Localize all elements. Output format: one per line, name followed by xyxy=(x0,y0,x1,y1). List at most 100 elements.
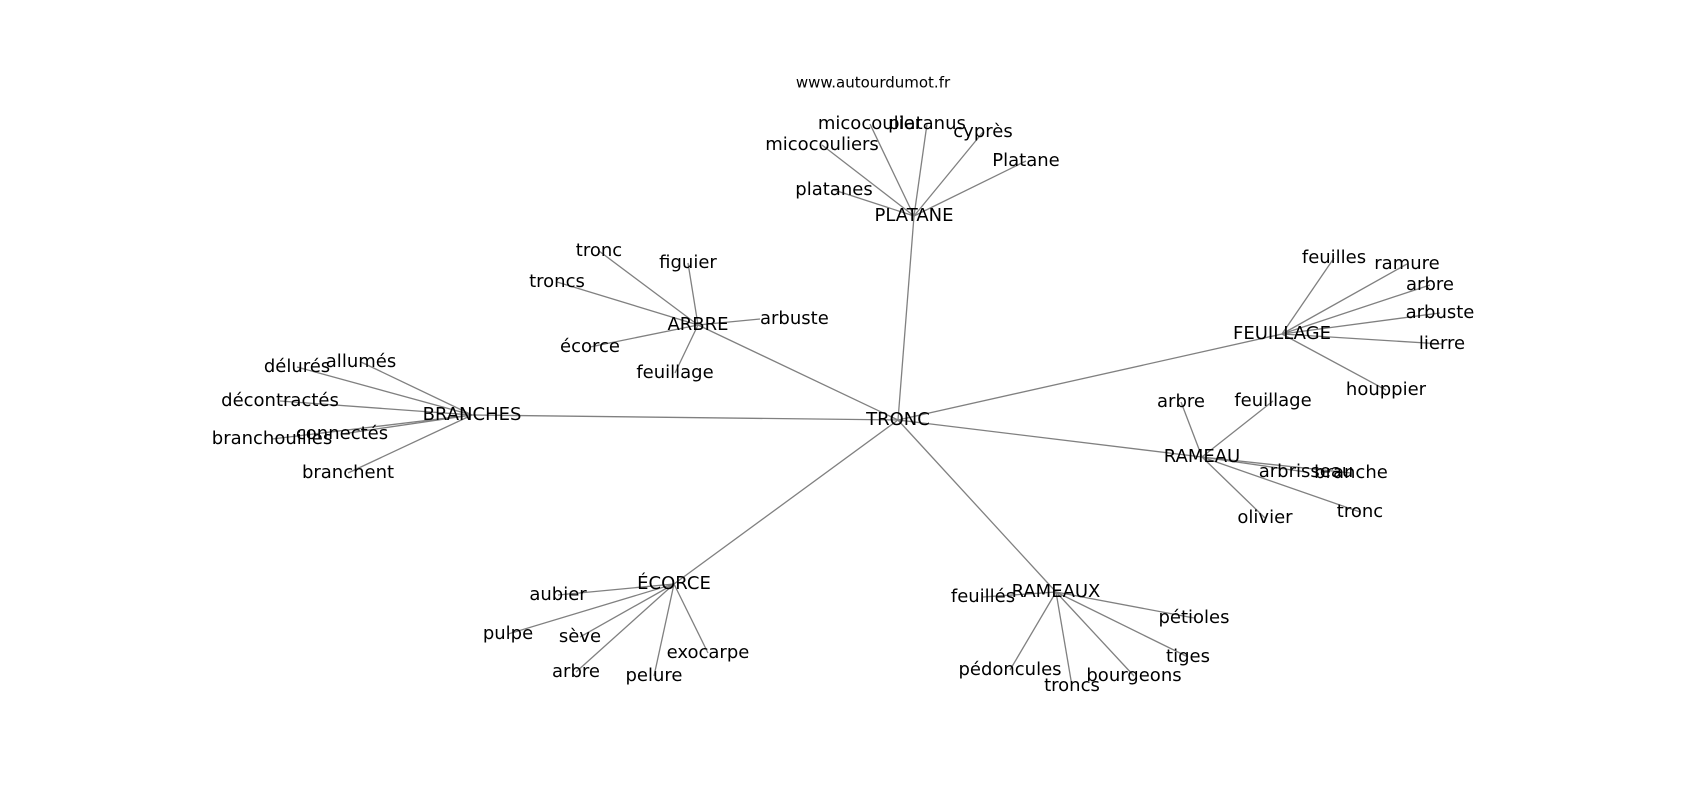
node-leaf: troncs xyxy=(1044,675,1100,696)
node-leaf: connectés xyxy=(296,423,388,444)
node-leaf: feuillés xyxy=(951,586,1015,607)
node-leaf: feuillage xyxy=(636,362,713,383)
node-leaf: pulpe xyxy=(483,623,533,644)
node-leaf: arbre xyxy=(1157,391,1205,412)
node-leaf: pédoncules xyxy=(958,659,1061,680)
edge-hub-to-leaf xyxy=(507,583,675,635)
edge-hub-to-leaf xyxy=(296,366,473,416)
node-leaf: feuilles xyxy=(1302,247,1366,268)
edge-hub-to-leaf xyxy=(575,583,675,673)
edge-hub-to-leaf xyxy=(673,583,709,654)
edge-hub-to-leaf xyxy=(557,583,675,596)
node-leaf: arbuste xyxy=(1406,302,1475,323)
edge-hub-to-leaf xyxy=(271,414,473,440)
edge-hub-to-leaf xyxy=(1201,400,1274,458)
node-leaf: branchent xyxy=(302,462,394,483)
edge-hub-to-leaf xyxy=(833,189,915,217)
edge-hub-to-leaf xyxy=(1201,456,1361,513)
edge-root-to-hub xyxy=(897,333,1283,421)
node-leaf: platanes xyxy=(795,179,872,200)
node-leaf: branchouilles xyxy=(212,428,332,449)
edge-hub-to-leaf xyxy=(1201,456,1352,474)
edge-hub-to-leaf xyxy=(913,160,1027,217)
edge-root-to-hub xyxy=(897,419,1203,458)
edge-hub-to-leaf xyxy=(1281,333,1443,345)
edge-hub-to-leaf xyxy=(697,318,761,326)
edge-hub-to-leaf xyxy=(687,262,699,326)
edge-hub-to-leaf xyxy=(913,131,984,217)
node-hub: PLATANE xyxy=(875,205,954,226)
edge-hub-to-leaf xyxy=(347,414,473,474)
node-leaf: allumés xyxy=(326,351,396,372)
site-watermark: www.autourdumot.fr xyxy=(796,74,951,92)
node-leaf: branche xyxy=(1314,462,1388,483)
edge-hub-to-leaf xyxy=(1281,263,1408,335)
node-hub: BRANCHES xyxy=(423,404,522,425)
node-leaf: arbuste xyxy=(760,308,829,329)
edge-hub-to-leaf xyxy=(556,281,699,326)
node-hub: RAMEAU xyxy=(1164,446,1240,467)
edge-root-to-hub xyxy=(471,414,899,421)
node-leaf: feuillage xyxy=(1234,390,1311,411)
edge-root-to-hub xyxy=(897,215,915,421)
edge-hub-to-leaf xyxy=(1055,591,1189,658)
node-leaf: cyprès xyxy=(953,121,1012,142)
edge-hub-to-leaf xyxy=(821,144,915,217)
node-leaf: tronc xyxy=(1337,501,1383,522)
node-leaf: exocarpe xyxy=(667,642,750,663)
node-hub: ÉCORCE xyxy=(637,572,711,594)
node-leaf: troncs xyxy=(529,271,585,292)
edge-hub-to-leaf xyxy=(1281,284,1431,335)
node-leaf: Platane xyxy=(992,150,1059,171)
edge-hub-to-leaf xyxy=(1009,591,1057,671)
node-hub: FEUILLAGE xyxy=(1233,323,1331,344)
edge-hub-to-leaf xyxy=(279,400,473,416)
node-leaf: lierre xyxy=(1419,333,1465,354)
node-leaf: ramure xyxy=(1374,253,1439,274)
node-leaf: pétioles xyxy=(1158,607,1229,628)
node-leaf: houppier xyxy=(1346,379,1427,400)
edge-hub-to-leaf xyxy=(1055,591,1073,687)
node-leaf: arbrisseau xyxy=(1259,461,1354,482)
node-leaf: décontractés xyxy=(221,390,339,411)
edge-hub-to-leaf xyxy=(913,123,928,217)
node-leaf: olivier xyxy=(1237,507,1293,528)
node-leaf: tronc xyxy=(576,240,622,261)
node-leaf: micocoulier xyxy=(818,113,923,134)
node-leaf: micocouliers xyxy=(765,134,879,155)
edge-hub-to-leaf xyxy=(1055,591,1135,677)
node-leaf: figuier xyxy=(659,252,717,273)
node-leaf: tiges xyxy=(1166,646,1210,667)
edge-hub-to-leaf xyxy=(360,361,473,416)
edge-hub-to-leaf xyxy=(653,583,675,677)
edge-root-to-hub xyxy=(673,419,899,585)
edge-root-to-hub xyxy=(897,419,1057,593)
edge-hub-to-leaf xyxy=(579,583,675,638)
node-leaf: arbre xyxy=(1406,274,1454,295)
node-hub: ARBRE xyxy=(667,314,728,335)
edge-hub-to-leaf xyxy=(1201,456,1266,519)
node-root: TRONC xyxy=(865,409,930,430)
node-leaf: sève xyxy=(559,626,601,647)
edge-hub-to-leaf xyxy=(982,591,1057,598)
graph-edges xyxy=(271,123,1443,687)
node-leaf: délurés xyxy=(264,356,330,377)
edge-hub-to-leaf xyxy=(1281,312,1441,335)
edge-hub-to-leaf xyxy=(1055,591,1195,619)
edge-hub-to-leaf xyxy=(598,250,699,326)
node-leaf: aubier xyxy=(529,584,587,605)
node-leaf: bourgeons xyxy=(1086,665,1181,686)
node-leaf: écorce xyxy=(560,336,620,357)
node-leaf: pelure xyxy=(626,665,683,686)
edge-root-to-hub xyxy=(697,324,899,421)
node-hub: RAMEAUX xyxy=(1012,581,1101,602)
edge-hub-to-leaf xyxy=(589,324,699,348)
edge-hub-to-leaf xyxy=(869,123,915,217)
node-leaf: platanus xyxy=(888,113,966,134)
edge-hub-to-leaf xyxy=(1180,401,1203,458)
edge-hub-to-leaf xyxy=(674,324,699,374)
node-leaf: arbre xyxy=(552,661,600,682)
edge-hub-to-leaf xyxy=(1281,333,1387,391)
